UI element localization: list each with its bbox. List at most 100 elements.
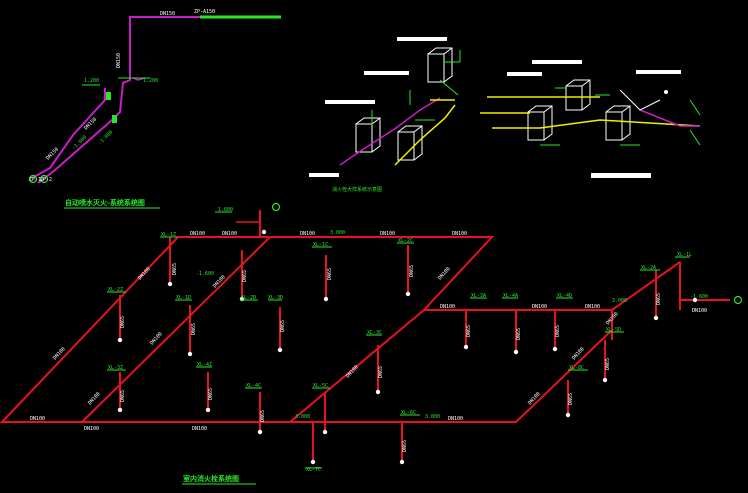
dn65-label: DN65 xyxy=(260,410,266,422)
xl-label: XL-1C xyxy=(313,242,328,248)
sprinkler-valve-2 xyxy=(112,115,117,123)
label-bar xyxy=(364,71,409,75)
label-bar xyxy=(309,173,339,177)
dn-label: DN100 xyxy=(452,231,467,237)
elev-label: 3.000 xyxy=(330,230,345,236)
xl-label: XL-3D xyxy=(268,295,283,301)
hydrant-diagram-title: 室内消火栓系统图 xyxy=(183,474,239,483)
yellow-pipe xyxy=(394,104,456,166)
dn65-label: DN65 xyxy=(568,393,574,405)
sprinkler-dn-vertical: DN150 xyxy=(116,53,122,68)
node xyxy=(664,90,668,94)
xl-label: XL-7C xyxy=(306,467,321,473)
label-bar xyxy=(397,37,447,41)
dn65-label: DN65 xyxy=(191,323,197,335)
elev-label: 3.000 xyxy=(425,414,440,420)
sprinkler-node-marker-2 xyxy=(39,174,49,184)
dn65-label: DN65 xyxy=(409,265,415,277)
sprinkler-diagram-title: 自动喷水灭火-系统系统图 xyxy=(65,198,145,207)
hydrant-inner-diag xyxy=(81,236,271,423)
hydrant-cross-pipe xyxy=(289,309,425,423)
white-pipe-right xyxy=(619,89,661,111)
hydrant-inlet-marker-right xyxy=(733,295,743,305)
dn65-label: DN65 xyxy=(242,270,248,282)
dn65-label: DN65 xyxy=(466,325,472,337)
dn65-label: DN65 xyxy=(378,366,384,378)
upper-middle-iso-diagram: 消火栓大样系统示意图 xyxy=(309,37,461,193)
sprinkler-system-diagram: DN150 ZP-A150 1.200 1.200 DN150 DN150 DN… xyxy=(28,9,281,209)
upper-right-iso-diagram xyxy=(480,60,701,178)
label-bar xyxy=(325,100,375,104)
label-bar xyxy=(591,173,651,178)
sprinkler-bend xyxy=(132,77,146,81)
upper-diagram-title: 消火栓大样系统示意图 xyxy=(332,186,382,193)
sprinkler-elev-left: 1.200 xyxy=(84,78,99,84)
xl-label: XL-5C xyxy=(313,383,328,389)
dn-label: DN100 xyxy=(440,304,455,310)
dn-label: DN100 xyxy=(380,231,395,237)
sprinkler-node-marker-1 xyxy=(28,174,38,184)
xl-label: XL-2A xyxy=(641,265,656,271)
sprinkler-node-1-label: ZP-1 xyxy=(29,177,41,183)
sprinkler-elev-right: 1.200 xyxy=(143,78,158,84)
yellow-pipe-right-3 xyxy=(492,119,701,129)
dn65-label: DN65 xyxy=(172,263,178,275)
dn-label: DN100 xyxy=(84,426,99,432)
sprinkler-node-2-label: ZP-2 xyxy=(40,177,52,183)
dn65-label: DN65 xyxy=(402,440,408,452)
xl-label: XL-6C xyxy=(401,410,416,416)
dn-label: DN100 xyxy=(192,426,207,432)
xl-label: XL-4C xyxy=(246,383,261,389)
xl-label: XL-2C xyxy=(398,238,413,244)
sprinkler-pipe-tag: ZP-A150 xyxy=(194,9,215,15)
xl-label: XL-3Z xyxy=(108,365,123,371)
xl-label: XL-4Z xyxy=(197,362,212,368)
dn65-label: DN65 xyxy=(208,388,214,400)
dn-label: DN100 xyxy=(585,304,600,310)
elev-neg-label: -1.600 xyxy=(196,271,214,277)
sprinkler-main-pipe xyxy=(37,16,281,184)
xl-label: XL-4A xyxy=(503,293,518,299)
magenta-pipe xyxy=(339,97,441,166)
dn65-label: DN65 xyxy=(280,320,286,332)
xl-label: XL-3C xyxy=(367,330,382,336)
dn65-label: DN65 xyxy=(120,316,126,328)
hydrant-nodes xyxy=(117,229,698,465)
dn-label: DN100 xyxy=(30,416,45,422)
dn-label: DN100 xyxy=(190,231,205,237)
sprinkler-top-dn-label: DN150 xyxy=(160,11,175,17)
dn65-label: DN65 xyxy=(516,328,522,340)
iso-boxes xyxy=(355,47,453,161)
dn-label: DN100 xyxy=(300,231,315,237)
xl-label: XL-5D xyxy=(606,327,621,333)
xl-label: XL-4D xyxy=(557,293,572,299)
elev-label: 3.000 xyxy=(612,298,627,304)
hydrant-risers xyxy=(119,237,657,462)
dn65-label: DN65 xyxy=(120,390,126,402)
elev-top-label: 1.600 xyxy=(218,207,233,213)
dn65-label: DN65 xyxy=(555,325,561,337)
green-leaders xyxy=(371,50,461,125)
xl-label: XL-8C xyxy=(569,365,584,371)
label-bar xyxy=(636,70,681,74)
label-bar xyxy=(532,60,582,64)
dn65-label: DN65 xyxy=(605,358,611,370)
xl-label: XL-1D xyxy=(176,295,191,301)
green-leaders-right xyxy=(540,87,701,146)
label-bar xyxy=(507,72,542,76)
dn-label: DN100 xyxy=(692,308,707,314)
dn65-label: DN65 xyxy=(656,293,662,305)
xl-label: XL-2D xyxy=(241,295,256,301)
xl-label: XL-2Z xyxy=(108,287,123,293)
dn-label: DN100 xyxy=(532,304,547,310)
xl-label: XL-3A xyxy=(471,293,486,299)
magenta-pipe-right xyxy=(639,109,700,127)
xl-label: XL-1L xyxy=(677,252,692,258)
elev-label: 3.000 xyxy=(295,414,310,420)
hydrant-leaders xyxy=(107,211,690,469)
elev-neg-label: -1.600 xyxy=(690,294,708,300)
dn65-label: DN65 xyxy=(327,268,333,280)
xl-label: XL-1Z xyxy=(161,232,176,238)
hydrant-inlet-marker xyxy=(271,202,281,212)
